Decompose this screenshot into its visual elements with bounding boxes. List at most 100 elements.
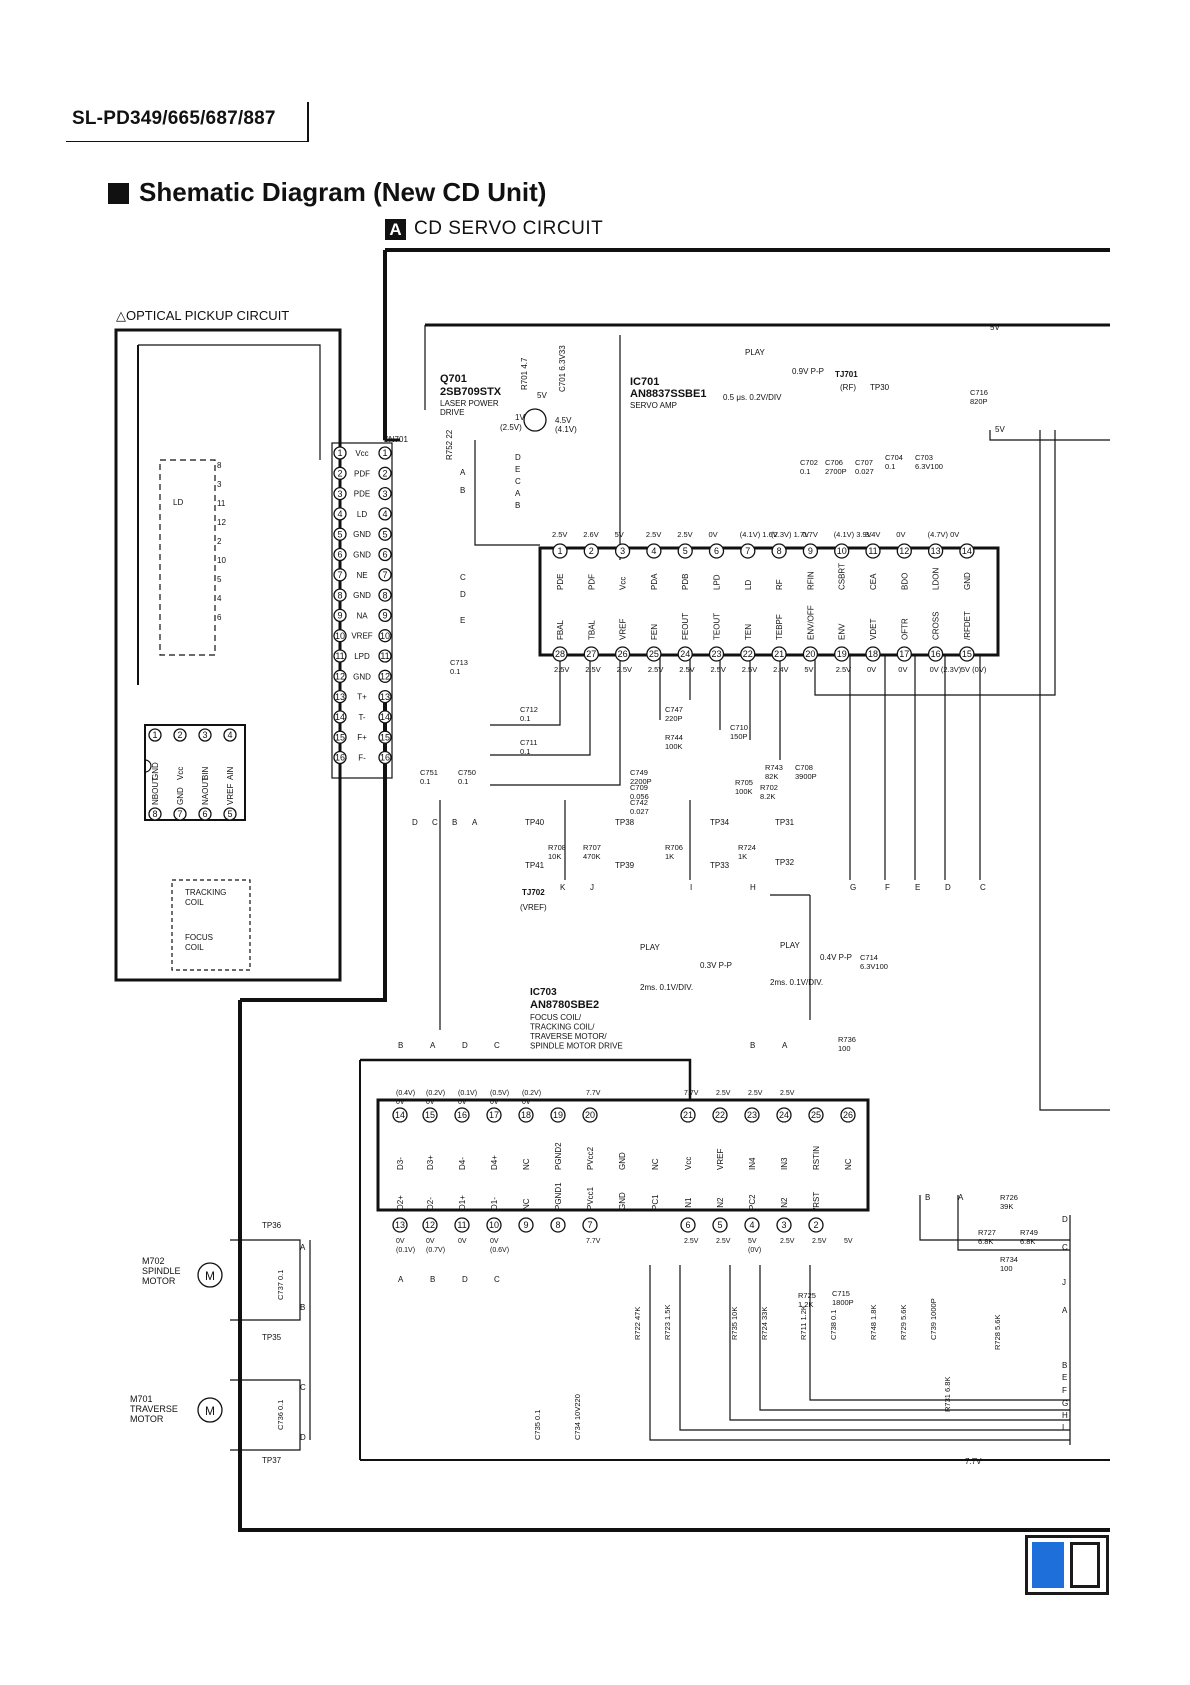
r752-label: R752 22 (445, 429, 454, 460)
ic701-bottom-volt: 2.5V (617, 665, 632, 674)
pin-number: 4 (337, 509, 342, 519)
ic703-pin-name: PC1 (651, 1194, 660, 1210)
ic701-top-pin (677, 543, 693, 559)
ic701-top-volt: (4.7V) 0V (928, 530, 960, 539)
q701-part: 2SB709STX (440, 386, 502, 398)
pin-number: 10 (489, 1220, 499, 1230)
resistor-value: 10K (548, 852, 561, 861)
ic701-pin-name: VDET (869, 619, 878, 640)
ic701-top-volt: (2.3V) 1.7V (771, 530, 809, 539)
pin-number: 5 (717, 1220, 722, 1230)
ic701-top-pin (614, 543, 631, 559)
header-divider (307, 102, 309, 142)
pin-number: 20 (805, 649, 815, 659)
capacitor-value: 0.1 (420, 777, 430, 786)
pin-number: 14 (962, 546, 972, 556)
pin-number: 11 (868, 546, 877, 556)
ic701-top-volt: 0V (709, 530, 718, 539)
ic703-top-pin (422, 1107, 438, 1123)
pickup-ic-pin (198, 807, 212, 821)
ic701-pin-name: LPD (713, 574, 722, 590)
ic701-top-volt: 0V (896, 530, 905, 539)
ic703-pin-name: PGND1 (554, 1182, 563, 1210)
ic703-pin-name: D4+ (490, 1155, 499, 1170)
section-badge: A (385, 219, 406, 240)
pin-number: 25 (811, 1110, 821, 1120)
ic703-bottom-volt: 0V (396, 1238, 405, 1245)
ic701-bottom-volt: 2.5V (585, 665, 600, 674)
tj701-signal: (RF) (840, 383, 856, 392)
cn701-pin-name: LPD (354, 652, 370, 661)
tracking-coil-label: COIL (185, 898, 204, 907)
capacitor-label: C707 (855, 458, 873, 467)
ic701-top-volt: 0.7V (802, 530, 817, 539)
ic701-bottom-volt: 2.5V (836, 665, 851, 674)
ic703-part: AN8780SBE2 (530, 999, 599, 1011)
cn701-left-pin (333, 669, 347, 683)
ic701-pin-name: PDB (681, 574, 690, 590)
ic703-desc: TRAVERSE MOTOR/ (530, 1032, 607, 1041)
motor-symbol: M (205, 1269, 215, 1283)
signal-letter: C (494, 1275, 500, 1284)
ic701-pin-name: PDE (556, 574, 565, 590)
signal-letter: D (462, 1041, 468, 1050)
pin-number: 15 (962, 649, 972, 659)
cn701-left-pin (333, 608, 347, 623)
part-label: R736 (838, 1035, 856, 1044)
resistor-value: 470K (583, 852, 601, 861)
capacitor-label: C704 (885, 453, 903, 462)
ic701-bottom-volt: 0V (898, 665, 907, 674)
ic701-pin-name: FEN (650, 624, 659, 640)
ic701-bottom-pin (927, 646, 944, 662)
signal-letter: D (515, 453, 521, 462)
ic703-pin-name: NC (522, 1198, 531, 1210)
ic701-top-volt: (4.1V) 1.6V (740, 530, 778, 539)
ic703-pin-name: NC (651, 1158, 660, 1170)
ic703-top-volt: (0.2V) (426, 1090, 445, 1097)
photodiode-pin: 5 (217, 575, 222, 584)
tracking-coil-label: TRACKING (185, 888, 226, 897)
tj702-label: TJ702 (522, 888, 545, 897)
ic701-top-pin (583, 543, 599, 559)
pin-number: 9 (337, 611, 342, 621)
capacitor-label: C706 (825, 458, 843, 467)
pin-number: 13 (380, 692, 390, 702)
signal-letter: C (980, 883, 986, 892)
pin-number: 2 (813, 1220, 818, 1230)
scope1-label: PLAY (745, 348, 766, 357)
capacitor-label: C750 (458, 768, 476, 777)
photodiode-pin: 11 (217, 499, 226, 508)
spindle-motor-label: MOTOR (142, 1276, 176, 1286)
signal-letter: F (885, 883, 890, 892)
ic703-bottom-volt: 2.5V (812, 1238, 827, 1245)
cn701-right-pin (378, 689, 392, 704)
test-point-label: TP35 (262, 1333, 282, 1342)
cn701-pin-name: NE (356, 571, 367, 580)
pickup-ic-pin-name: NBOUT (151, 777, 160, 805)
part-label: R749 (1020, 1228, 1038, 1237)
test-point-label: TP39 (615, 861, 635, 870)
pin-number: 7 (177, 809, 182, 819)
ic701-desc: SERVO AMP (630, 401, 677, 410)
pickup-ic-pin (148, 728, 162, 742)
tj702-signal: (VREF) (520, 903, 547, 912)
ic701-top-volt: 2.6V (583, 530, 598, 539)
ic701-top-pin (740, 543, 756, 559)
cn701-right-pin (378, 568, 392, 582)
capacitor-label: C710 (730, 723, 748, 732)
resistor-value: 1K (738, 852, 747, 861)
test-point-label: TP33 (710, 861, 730, 870)
capacitor-label: C716 (970, 388, 988, 397)
part-label: R711 1.2K (799, 1305, 808, 1340)
pin-number: 11 (335, 651, 344, 661)
cn701-right-pin (378, 588, 392, 602)
part-value: 1800P (832, 1298, 854, 1307)
part-label: C739 1000P (929, 1298, 938, 1340)
ic701-bottom-volt: 2.5V (554, 665, 569, 674)
capacitor-label: C736 0.1 (276, 1400, 285, 1430)
ic701-top-volt: 3.4V (865, 530, 880, 539)
signal-letter: B (300, 1303, 305, 1312)
ic701-pin-name: RFIN (806, 571, 815, 590)
pin-number: 4 (749, 1220, 754, 1230)
ic703-ref: IC703 (530, 987, 557, 998)
